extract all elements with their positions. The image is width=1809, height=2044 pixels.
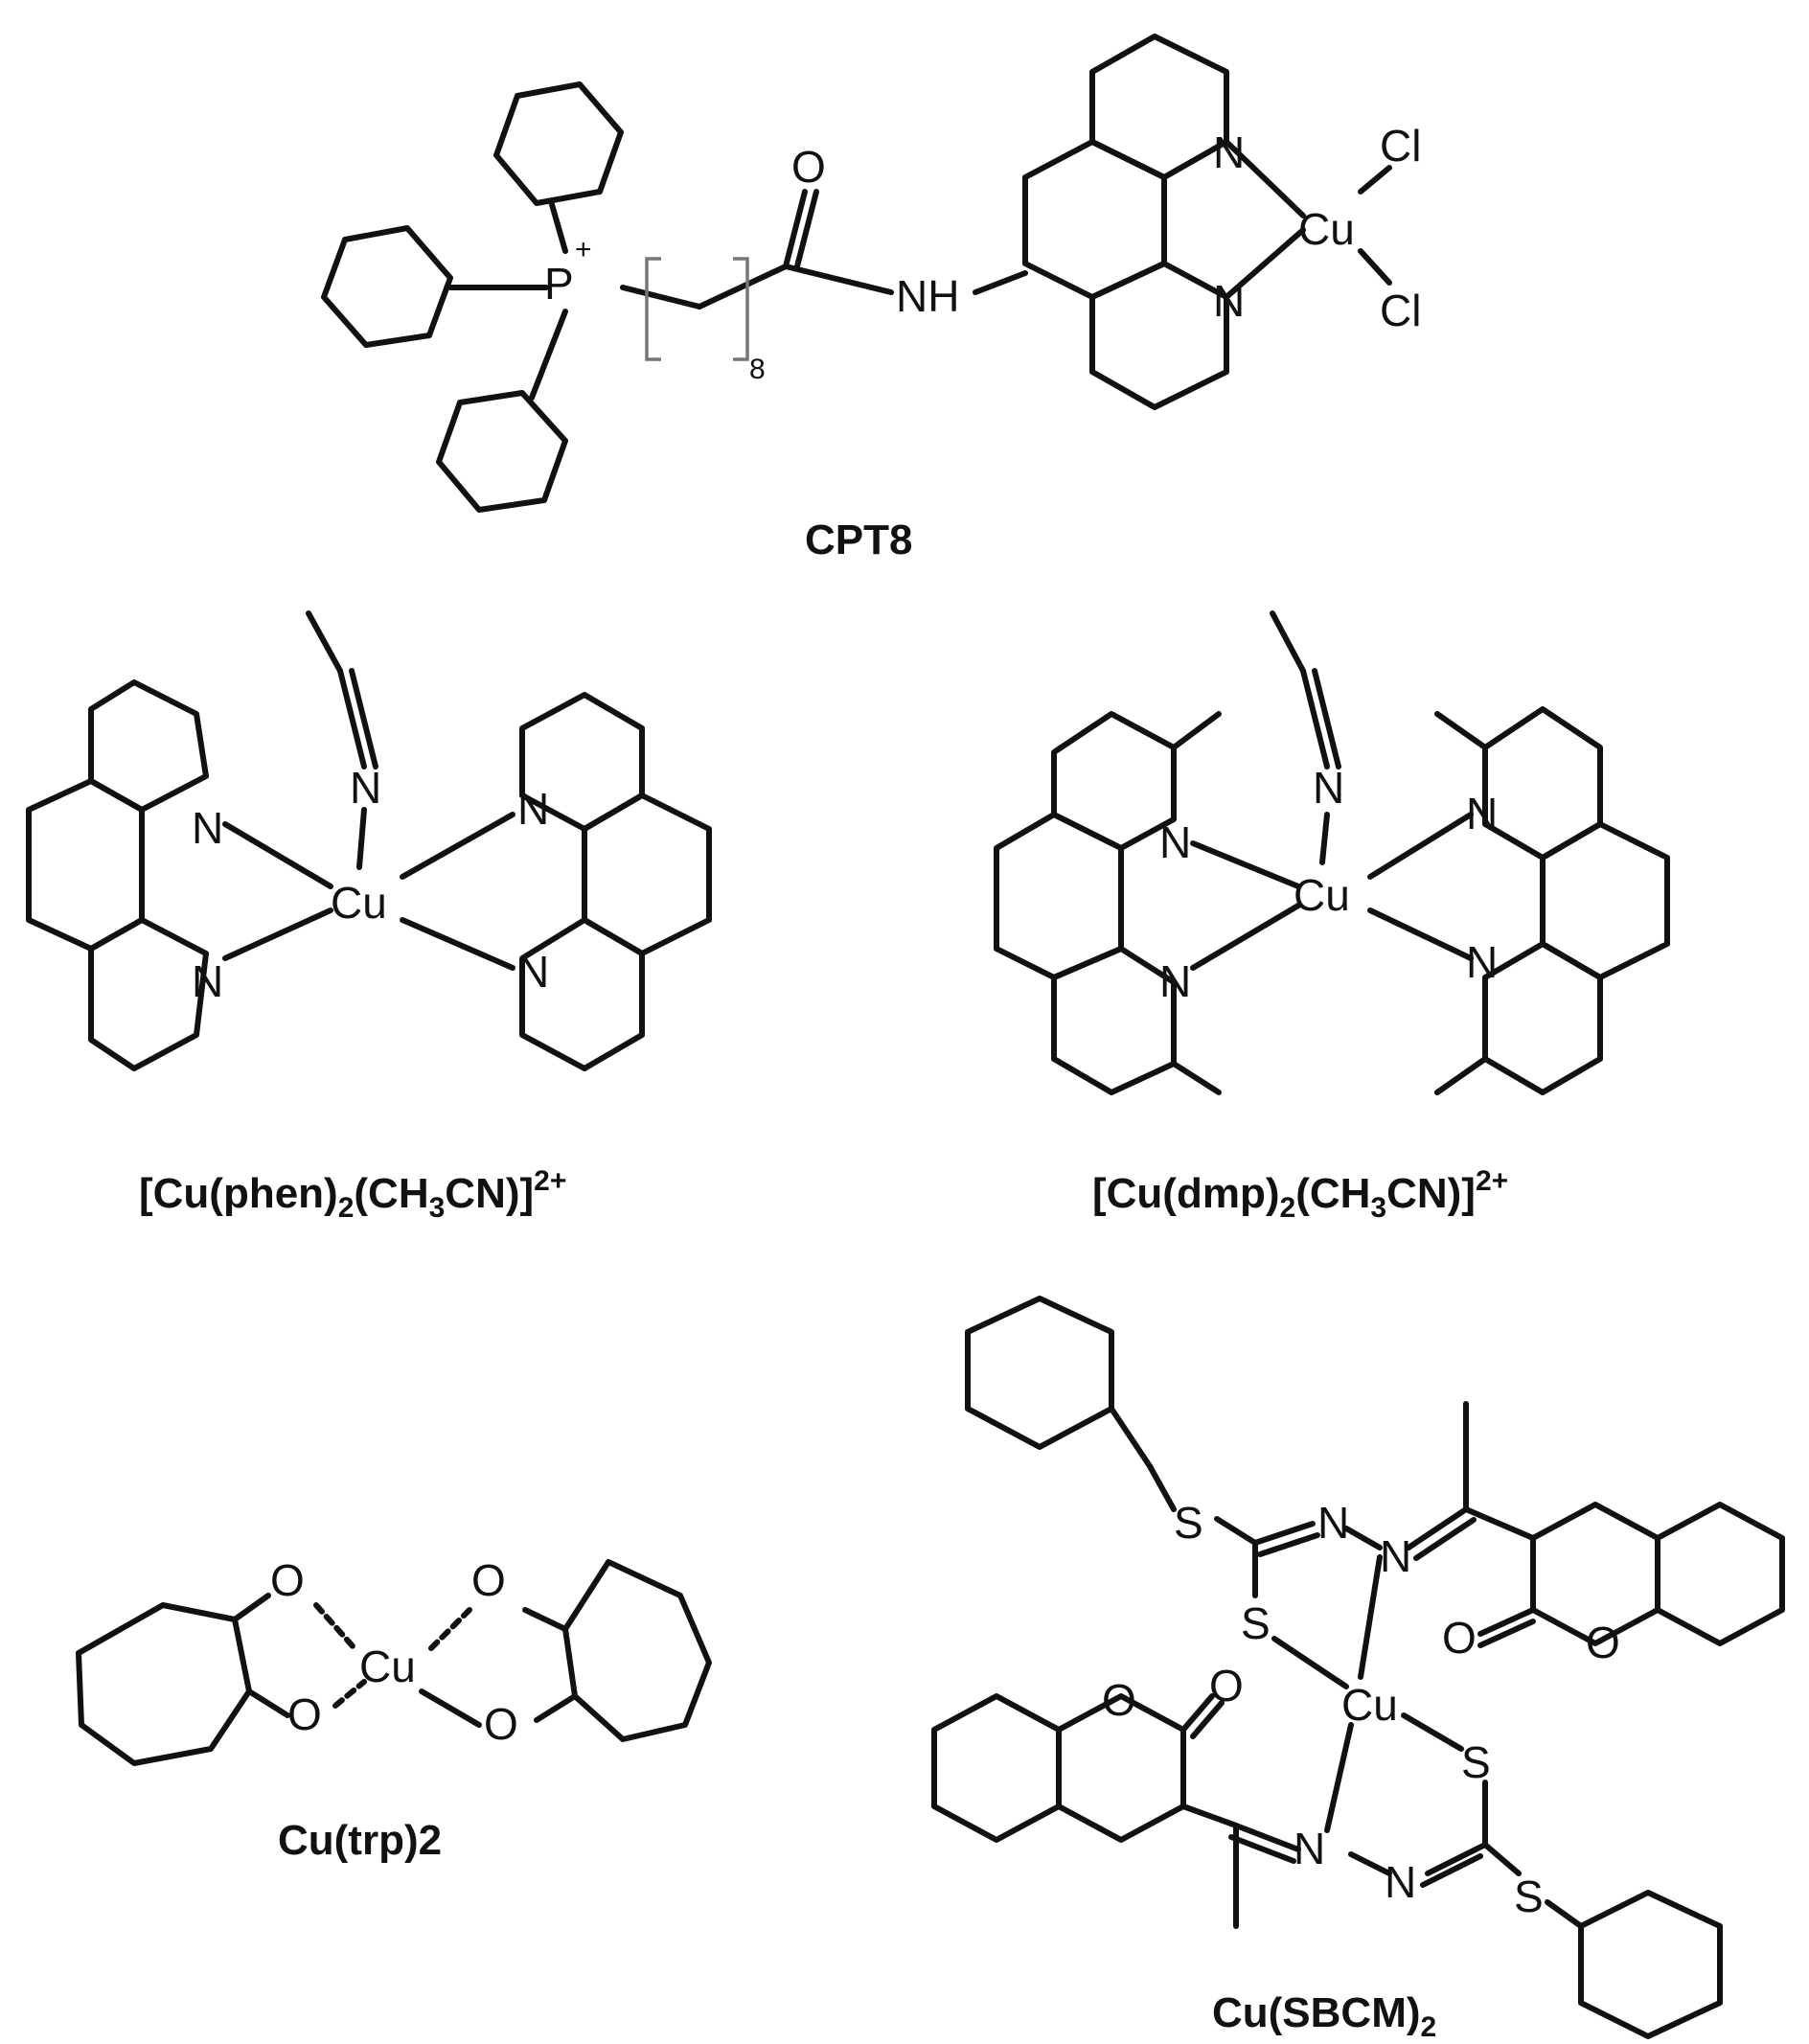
phenyl-ring-bottom [436,390,568,513]
cu-dmp-structure: N N N N N Cu [994,610,1670,1095]
copper-atom: Cu [1294,870,1350,920]
chlorine-atom: Cl [1380,286,1421,335]
nitrogen-atom: N [1466,789,1498,838]
nitrogen-atom: N [1380,1531,1411,1581]
positive-charge: + [575,234,592,265]
phen-ring-top [1089,34,1229,180]
benzyl-ring-top [965,1296,1114,1450]
nitrogen-atom: N [1213,276,1245,326]
cu-phen-structure: N N N N N Cu [26,610,712,1071]
nitrogen-atom: N [1317,1498,1349,1548]
nitrogen-atom: N [1159,956,1191,1006]
cpt8-structure: P + O NH 8 N N Cu Cl Cl [321,34,1421,513]
label-cu-sbcm: Cu(SBCM)2 [1212,1989,1436,2043]
cu-trp-structure: O O O O Cu [76,1555,712,1766]
label-cpt8: CPT8 [805,517,912,563]
coumarin-ring-o: O [1586,1618,1620,1667]
oxygen-atom: O [287,1689,322,1739]
label-cu-dmp: [Cu(dmp)2(CH3CN)]2+ [1092,1165,1508,1224]
oxygen-atom: O [270,1555,305,1605]
nitrogen-atom: N [1159,817,1191,867]
carbonyl-oxygen: O [791,142,826,192]
nitrogen-atom: N [517,784,549,834]
nitrogen-atom: N [192,803,223,853]
coumarin-carbonyl-o: O [1442,1613,1477,1663]
phenyl-ring-left [321,225,453,348]
coumarin-carbonyl-o: O [1209,1661,1244,1711]
phosphorus-atom: P [544,259,574,309]
amide-nh: NH [896,271,959,321]
sulfur-atom: S [1514,1872,1544,1921]
label-cu-trp: Cu(trp)2 [278,1817,442,1864]
nitrogen-atom: N [1466,937,1498,987]
phenyl-ring-top [493,81,624,206]
nitrile-nitrogen: N [1313,763,1344,813]
nitrogen-atom: N [1294,1824,1325,1873]
nitrile-nitrogen: N [350,763,381,813]
copper-atom: Cu [1341,1680,1398,1730]
label-cu-phen: [Cu(phen)2(CH3CN)]2+ [139,1165,566,1224]
tropolone-ring-left [76,1602,252,1766]
oxygen-atom: O [484,1699,518,1749]
oxygen-atom: O [471,1555,506,1605]
chlorine-atom: Cl [1380,121,1421,171]
sulfur-atom: S [1241,1598,1271,1648]
sulfur-atom: S [1461,1737,1491,1787]
phen-ring-bottom [1089,261,1229,410]
tropolone-ring-right [562,1559,712,1742]
sulfur-atom: S [1174,1498,1203,1548]
coumarin-benzo-top [1655,1502,1785,1646]
nitrogen-atom: N [517,947,549,997]
coumarin-benzo-bottom [931,1693,1062,1843]
cu-sbcm-structure: S N N S O O Cu S N N S O O [931,1296,1785,2039]
repeat-count: 8 [749,354,766,385]
coumarin-ring-o: O [1102,1675,1136,1725]
nitrogen-atom: N [1385,1857,1416,1907]
copper-atom: Cu [331,878,387,928]
copper-atom: Cu [359,1642,416,1691]
nitrogen-atom: N [1213,127,1245,177]
benzyl-ring-bottom [1578,1890,1723,2039]
copper-atom: Cu [1298,204,1355,254]
nitrogen-atom: N [192,956,223,1006]
